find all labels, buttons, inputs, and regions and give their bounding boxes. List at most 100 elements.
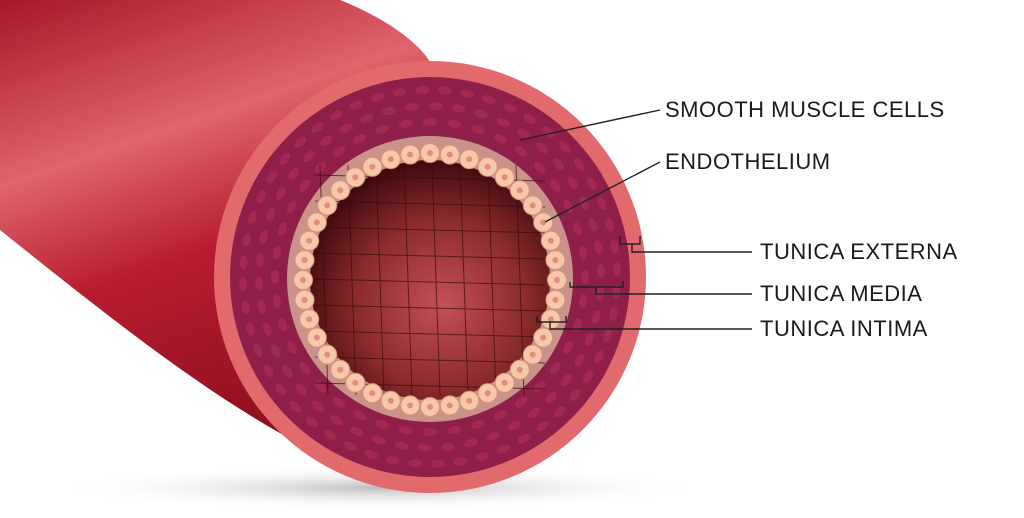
- muscle-cell: [533, 161, 546, 174]
- smooth-muscle-cells: [239, 86, 621, 468]
- muscle-cell: [255, 252, 264, 267]
- muscle-cell: [527, 407, 540, 419]
- muscle-cell: [398, 425, 413, 435]
- muscle-cell: [563, 200, 573, 214]
- muscle-cell: [415, 86, 430, 95]
- muscle-cell: [257, 299, 266, 314]
- endothelial-nucleus: [387, 156, 394, 163]
- cell-wall: [459, 164, 469, 396]
- muscle-cell: [610, 239, 619, 254]
- muscle-cell: [475, 452, 490, 461]
- endothelial-nucleus: [501, 174, 508, 181]
- endothelial-nucleus: [547, 237, 554, 244]
- muscle-cell: [584, 332, 594, 347]
- muscle-cell: [278, 222, 287, 236]
- muscle-cell: [294, 136, 307, 148]
- muscle-cell: [493, 410, 507, 420]
- leader-endothelium: [544, 161, 661, 223]
- muscle-cell: [398, 119, 413, 129]
- endothelial-nucleus: [300, 277, 306, 283]
- muscle-cell: [423, 118, 437, 126]
- muscle-cell: [545, 391, 557, 404]
- muscle-cell: [550, 361, 561, 375]
- cell-wall: [515, 164, 525, 396]
- muscle-cell: [596, 263, 605, 278]
- muscle-cell: [583, 370, 594, 384]
- endothelial-nucleus: [501, 379, 508, 386]
- muscle-cell: [550, 179, 561, 193]
- endothelial-nucleus: [337, 187, 344, 194]
- endothelial-nucleus: [540, 219, 547, 226]
- muscle-cell: [496, 444, 511, 454]
- muscle-cell: [392, 88, 407, 97]
- muscle-cell: [332, 146, 346, 157]
- muscle-cell: [453, 457, 468, 466]
- muscle-cell: [588, 218, 598, 232]
- endothelial-nucleus: [407, 402, 414, 409]
- label-tunica-intima: TUNICA INTIMA: [760, 316, 928, 341]
- muscle-cell: [561, 373, 572, 387]
- endothelial-nucleus: [446, 402, 453, 409]
- muscle-cell: [471, 420, 485, 429]
- muscle-cell: [248, 211, 257, 225]
- endothelial-nucleus: [540, 334, 547, 341]
- endothelial-nucleus: [427, 150, 433, 156]
- muscle-cell: [573, 222, 582, 236]
- muscle-cell: [496, 117, 510, 128]
- muscle-cell: [275, 383, 286, 396]
- muscle-cell: [375, 125, 389, 134]
- muscle-cell: [464, 438, 478, 448]
- muscle-cell: [299, 361, 310, 375]
- muscle-cell: [553, 158, 565, 171]
- endothelium-cells: [293, 143, 567, 417]
- muscle-cell: [266, 207, 276, 222]
- muscle-cell: [303, 150, 315, 163]
- endothelial-nucleus: [552, 296, 559, 303]
- leader-smooth-muscle: [519, 109, 661, 141]
- muscle-cell: [523, 113, 537, 124]
- muscle-cell: [282, 364, 293, 378]
- endothelial-nucleus: [337, 366, 344, 373]
- muscle-cell: [594, 350, 604, 364]
- cell-wall: [314, 252, 546, 260]
- muscle-cell: [256, 190, 266, 204]
- lumen-cell-network: [314, 164, 546, 396]
- endothelial-nucleus: [407, 151, 414, 158]
- endothelial-nucleus: [484, 163, 491, 170]
- muscle-cell: [517, 433, 531, 444]
- leader-tunica-externa: [619, 236, 641, 245]
- muscle-cell: [514, 397, 528, 408]
- muscle-cell: [609, 307, 618, 322]
- endothelial-nucleus: [552, 257, 559, 264]
- endothelial-nucleus: [516, 366, 523, 373]
- muscle-cell: [423, 428, 437, 436]
- muscle-cell: [567, 176, 578, 190]
- label-smooth-muscle-cells: SMOOTH MUSCLE CELLS: [665, 97, 945, 122]
- muscle-cell: [314, 380, 327, 393]
- muscle-cell: [447, 425, 462, 435]
- endothelial-nucleus: [369, 390, 376, 397]
- muscle-cell: [447, 119, 462, 129]
- endothelial-nucleus: [306, 237, 313, 244]
- endothelial-nucleus: [306, 316, 313, 323]
- cell-wall: [375, 164, 385, 396]
- muscle-cell: [474, 109, 489, 119]
- label-tunica-externa: TUNICA EXTERNA: [760, 239, 958, 264]
- muscle-cell: [275, 187, 286, 200]
- endothelial-nucleus: [554, 277, 560, 283]
- muscle-cell: [339, 123, 353, 134]
- endothelial-nucleus: [446, 151, 453, 158]
- muscle-cell: [574, 158, 585, 171]
- muscle-cell: [581, 270, 589, 284]
- muscle-cell: [311, 122, 324, 133]
- muscle-cell: [597, 196, 607, 211]
- muscle-cell: [394, 441, 409, 450]
- muscle-cell: [437, 86, 452, 95]
- label-endothelium: ENDOTHELIUM: [665, 149, 831, 174]
- muscle-cell: [507, 420, 521, 431]
- muscle-cell: [266, 170, 277, 184]
- endothelial-nucleus: [313, 219, 320, 226]
- muscle-cell: [360, 113, 374, 123]
- endothelial-nucleus: [301, 257, 308, 264]
- muscle-cell: [430, 459, 445, 468]
